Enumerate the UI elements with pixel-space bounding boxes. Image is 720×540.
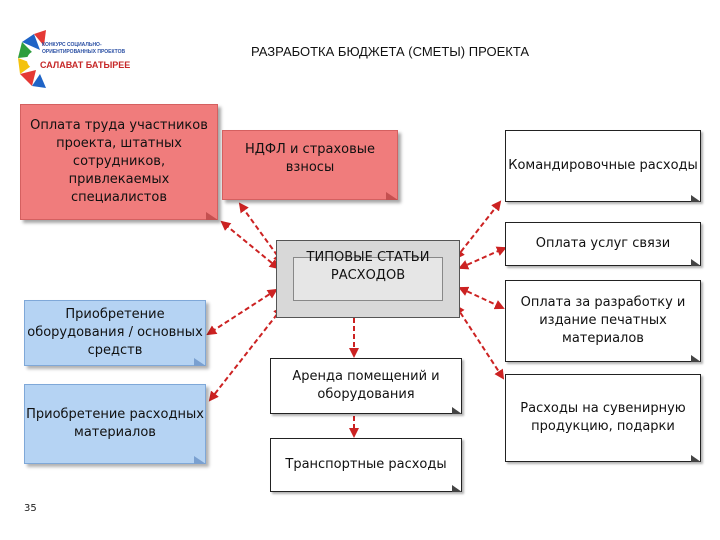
page-title: РАЗРАБОТКА БЮДЖЕТА (СМЕТЫ) ПРОЕКТА xyxy=(250,44,530,59)
box-comm: Оплата услуг связи xyxy=(505,222,701,266)
logo-line-3: САЛАВАТ БАТЫРЕЕ xyxy=(40,60,131,70)
box-transport-text: Транспортные расходы xyxy=(285,457,447,472)
box-rent: Аренда помещений и оборудования xyxy=(270,358,462,414)
box-materials: Приобретение расходных материалов xyxy=(24,384,206,464)
box-labor-text: Оплата труда участников проекта, штатных… xyxy=(30,118,208,205)
box-rent-text: Аренда помещений и оборудования xyxy=(292,369,440,402)
box-souvenir: Расходы на сувенирную продукцию, подарки xyxy=(505,374,701,462)
arrow-to-labor xyxy=(220,220,280,270)
box-transport: Транспортные расходы xyxy=(270,438,462,492)
logo-emblem-icon xyxy=(18,30,46,88)
box-ndfl: НДФЛ и страховые взносы xyxy=(222,130,398,200)
box-print-text: Оплата за разработку и издание печатных … xyxy=(520,295,686,346)
box-souvenir-text: Расходы на сувенирную продукцию, подарки xyxy=(520,401,686,434)
arrow-to-souvenir xyxy=(454,304,505,380)
box-center: ТИПОВЫЕ СТАТЬИ РАСХОДОВ xyxy=(276,240,460,318)
box-ndfl-text: НДФЛ и страховые взносы xyxy=(244,142,376,175)
logo-line-2: ОРИЕНТИРОВАННЫХ ПРОЕКТОВ xyxy=(42,49,126,55)
arrow-to-materials xyxy=(208,306,284,402)
box-travel-text: Командировочные расходы xyxy=(508,158,698,173)
page-number: 35 xyxy=(24,503,37,514)
box-materials-text: Приобретение расходных материалов xyxy=(26,407,204,440)
box-comm-text: Оплата услуг связи xyxy=(535,236,671,251)
arrow-to-print xyxy=(458,286,505,310)
box-labor: Оплата труда участников проекта, штатных… xyxy=(20,104,218,220)
arrow-to-comm xyxy=(458,246,507,270)
box-print: Оплата за разработку и издание печатных … xyxy=(505,280,701,362)
box-equipment: Приобретение оборудования / основных сре… xyxy=(24,300,206,366)
arrow-to-travel xyxy=(454,200,502,260)
arrow-to-ndfl xyxy=(238,202,284,264)
logo-line-1: КОНКУРС СОЦИАЛЬНО- xyxy=(42,42,102,48)
box-center-text: ТИПОВЫЕ СТАТЬИ РАСХОДОВ xyxy=(306,250,430,283)
box-equipment-text: Приобретение оборудования / основных сре… xyxy=(27,307,203,358)
box-travel: Командировочные расходы xyxy=(505,130,701,202)
logo: КОНКУРС СОЦИАЛЬНО- ОРИЕНТИРОВАННЫХ ПРОЕК… xyxy=(14,28,130,90)
